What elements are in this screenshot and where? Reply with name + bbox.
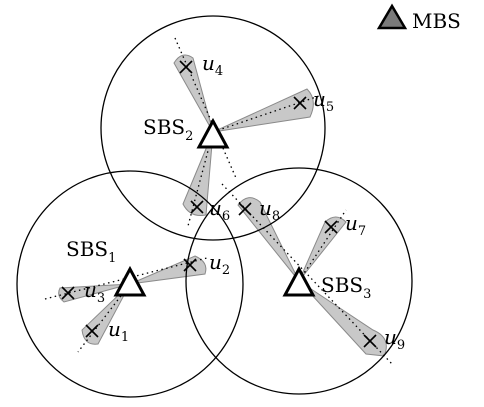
beam-u3 [58,283,131,303]
u2-label: u2 [209,250,230,278]
sbs2-triangle [196,117,230,149]
user-markers [61,60,377,348]
user-u1-marker [85,324,99,338]
axis-u1 [77,283,131,353]
user-u6-marker [190,200,204,214]
beams [58,54,387,357]
axis-u5 [212,94,323,133]
legend: MBS [376,3,461,33]
sbs2-label: SBS2 [143,115,193,144]
user-u5-marker [293,96,307,110]
user-u2-marker [183,258,197,272]
sbs1-triangle [113,265,147,297]
u9-label: u9 [384,325,405,353]
user-labels: u4 u5 u6 u8 u2 u3 u1 u7 u9 [84,51,405,353]
beam-u4 [173,54,214,133]
u7-label: u7 [345,211,366,239]
u5-label: u5 [313,87,334,115]
sbs1-coverage-circle [16,170,244,398]
beam-u5 [212,88,314,133]
sbs3-coverage-circle [185,167,413,395]
sbs3-label: SBS3 [321,273,371,302]
u4-label: u4 [202,51,223,79]
base-station-markers [113,117,316,297]
mbs-legend-marker [376,3,408,30]
u1-label: u1 [108,317,129,345]
user-u7-marker [324,220,338,234]
cells [16,15,413,398]
u3-label: u3 [84,278,105,306]
user-u9-marker [363,334,377,348]
user-u4-marker [179,60,193,74]
sbs2-coverage-circle [100,15,326,241]
beam-u8 [237,197,300,282]
user-u3-marker [61,286,75,300]
base-station-labels: SBS2 SBS1 SBS3 [66,115,371,302]
u6-label: u6 [209,196,230,224]
beam-u6 [182,131,214,216]
axis-u4 [174,37,237,179]
beam-u7 [298,216,347,282]
legend-label: MBS [412,9,461,33]
user-u8-marker [238,202,252,216]
sbs3-triangle [282,265,316,297]
sbs1-label: SBS1 [66,237,116,266]
u8-label: u8 [259,196,280,224]
axis-u7 [298,209,347,282]
